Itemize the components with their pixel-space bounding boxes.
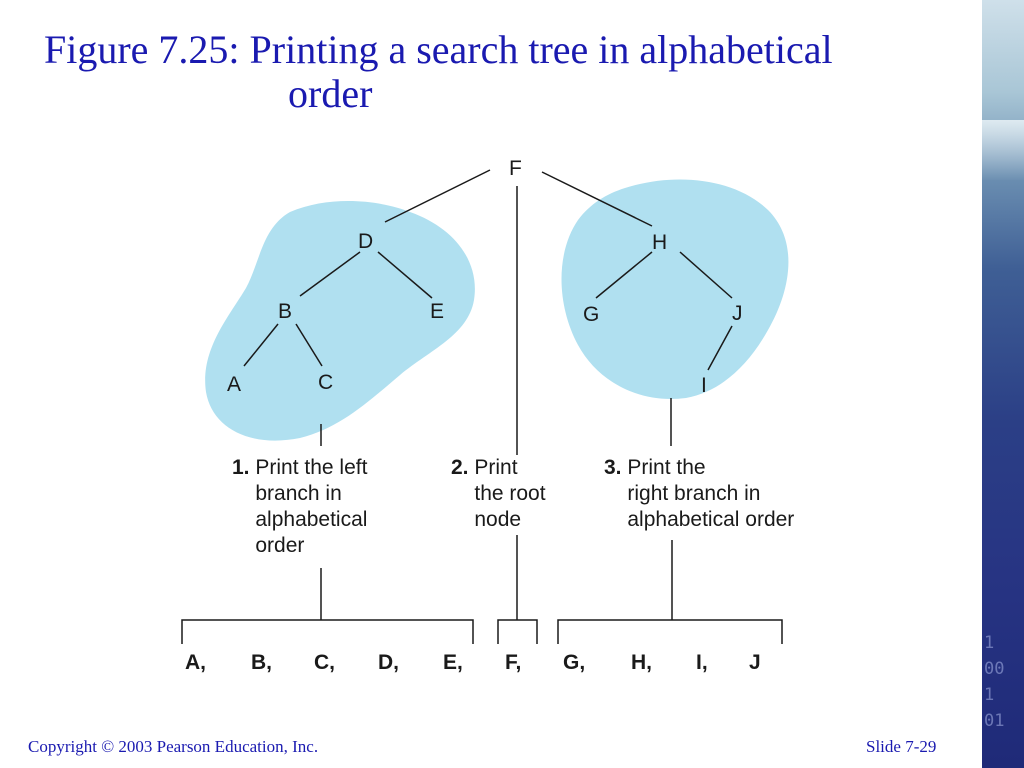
footer-copyright: Copyright © 2003 Pearson Education, Inc. xyxy=(28,737,319,756)
output-item-d: D, xyxy=(378,651,399,674)
node-g: G xyxy=(583,303,599,326)
output-item-a: A, xyxy=(185,651,206,674)
node-e: E xyxy=(430,300,444,323)
edge-j-i xyxy=(707,325,733,371)
node-h: H xyxy=(652,231,667,254)
edge-f-h xyxy=(541,171,653,227)
bracket-left xyxy=(181,619,474,644)
title-line-2: order xyxy=(288,71,373,116)
left-subtree-blob xyxy=(205,201,475,441)
right-subtree-blob xyxy=(561,179,789,399)
step-3-number: 3. xyxy=(604,456,622,479)
step-1-caption: 1. Print the left branch in alphabetical… xyxy=(232,455,367,559)
node-i: I xyxy=(701,374,707,397)
edge-d-b xyxy=(299,251,361,297)
edge-h-j xyxy=(679,251,733,299)
edge-d-e xyxy=(377,251,433,299)
step-1-number: 1. xyxy=(232,456,250,479)
step-2-caption: 2. Print the root node xyxy=(451,455,546,533)
slide-title: Figure 7.25: Printing a search tree in a… xyxy=(44,28,974,116)
node-j: J xyxy=(732,302,743,325)
step-3-text: Print the right branch in alphabetical o… xyxy=(627,456,795,531)
node-b: B xyxy=(278,300,292,323)
output-item-e: E, xyxy=(443,651,463,674)
edge-f-d xyxy=(384,169,491,223)
output-item-i: I, xyxy=(696,651,708,674)
node-c: C xyxy=(318,371,333,394)
bracket-middle xyxy=(497,619,538,644)
strip-mist xyxy=(982,120,1024,180)
output-item-b: B, xyxy=(251,651,272,674)
step-2-number: 2. xyxy=(451,456,469,479)
output-item-c: C, xyxy=(314,651,335,674)
node-f: F xyxy=(509,157,522,180)
node-d: D xyxy=(358,230,373,253)
edge-b-c xyxy=(295,323,323,367)
output-item-g: G, xyxy=(563,651,586,674)
edge-h-g xyxy=(595,251,653,299)
edge-b-a xyxy=(243,323,279,367)
output-item-h: H, xyxy=(631,651,652,674)
output-item-j: J xyxy=(749,651,761,674)
step-1-text: Print the left branch in alphabetical or… xyxy=(255,456,368,557)
strip-digits: 1 00 1 01 xyxy=(984,633,1005,731)
decorative-side-strip: 1 00 1 01 xyxy=(982,0,1024,768)
footer-slide-number: Slide 7-29 xyxy=(866,737,937,756)
step-2-text: Print the root node xyxy=(474,456,546,531)
step-3-caption: 3. Print the right branch in alphabetica… xyxy=(604,455,794,533)
node-a: A xyxy=(227,373,241,396)
output-item-f: F, xyxy=(505,651,522,674)
title-line-1: Figure 7.25: Printing a search tree in a… xyxy=(44,27,833,72)
bracket-right xyxy=(557,619,783,644)
